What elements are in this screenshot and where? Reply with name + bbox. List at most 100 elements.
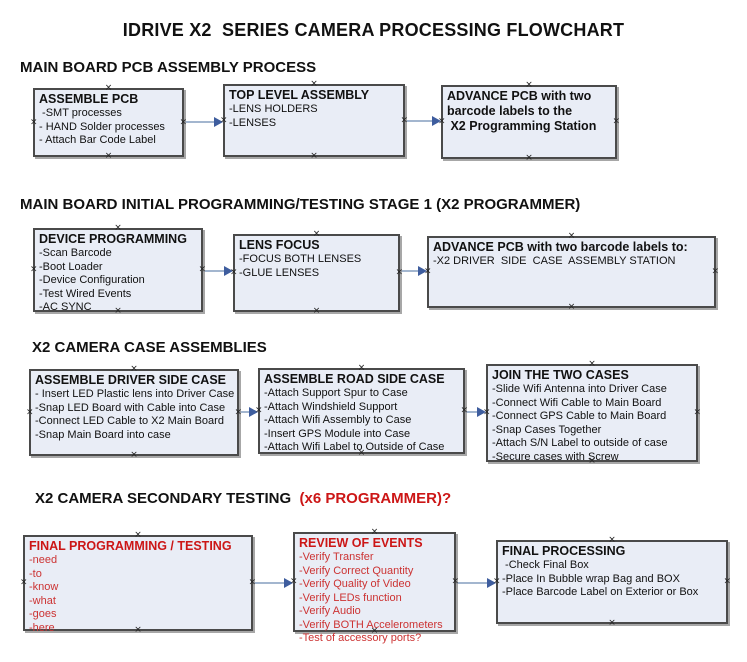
box-line: -Boot Loader (39, 260, 103, 273)
box-line: -Place In Bubble wrap Bag and BOX (502, 572, 680, 585)
box-line: -Attach Support Spur to Case (264, 387, 408, 399)
box-title: ASSEMBLE PCB (39, 92, 139, 106)
flowchart-title: IDRIVE X2 SERIES CAMERA PROCESSING FLOWC… (122, 20, 625, 40)
box-assemble-pcb: ASSEMBLE PCB -SMT processes- HAND Solder… (30, 84, 187, 161)
box-title: ASSEMBLE DRIVER SIDE CASE (35, 373, 227, 387)
anchor-x-icon: × (693, 407, 701, 418)
section-1-header: MAIN BOARD PCB ASSEMBLY PROCESS (20, 59, 317, 76)
box-lines: -FOCUS BOTH LENSES-GLUE LENSES (239, 253, 395, 280)
box-line: -Test Wired Events (39, 287, 132, 300)
box-line: -Test of accessory ports? (299, 632, 422, 644)
box-line: -need (29, 554, 58, 566)
box-line: -Verify Audio (299, 605, 361, 617)
box-title: DEVICE PROGRAMMING (39, 232, 187, 246)
anchor-x-icon: × (130, 450, 138, 460)
box-advance-pcb-driver-side-station: ADVANCE PCB with two barcode labels to: … (424, 232, 719, 312)
box-line: -LENS HOLDERS (229, 103, 318, 115)
box-line: -Snap Main Board into case (35, 428, 171, 441)
flow-arrow (239, 407, 258, 417)
box-line: -Scan Barcode (39, 247, 112, 259)
box-line: -Verify Transfer (299, 551, 374, 563)
box-line: -what (29, 594, 56, 607)
box-lines: - Insert LED Plastic lens into Driver Ca… (35, 388, 234, 442)
box-lens-focus: LENS FOCUS -FOCUS BOTH LENSES-GLUE LENSE… (230, 230, 403, 316)
box-line: -Snap Cases Together (492, 423, 602, 436)
box-line: - Insert LED Plastic lens into Driver Ca… (35, 388, 235, 400)
box-line: -LENSES (229, 116, 277, 129)
section-3-header: X2 CAMERA CASE ASSEMBLIES (32, 339, 267, 356)
box-top-level-assembly: TOP LEVEL ASSEMBLY -LENS HOLDERS-LENSES … (220, 80, 408, 161)
box-lines: -need-to-know-what-goes-here (29, 554, 248, 635)
box-line: - Attach Bar Code Label (39, 134, 156, 146)
box-lines: -Check Final Box-Place In Bubble wrap Ba… (502, 559, 723, 600)
box-line: -Device Configuration (39, 274, 145, 286)
flow-arrow (253, 578, 293, 588)
box-title: LENS FOCUS (239, 238, 320, 252)
box-line: -Verify LEDs function (299, 591, 402, 604)
anchor-x-icon: × (525, 153, 533, 163)
box-lines: -Slide Wifi Antenna into Driver Case-Con… (492, 383, 693, 464)
box-line: -Attach Wifi Assembly to Case (264, 414, 412, 426)
flow-arrow (465, 407, 486, 417)
anchor-x-icon: × (723, 576, 731, 587)
section-4-header-black: X2 CAMERA SECONDARY TESTING (35, 490, 300, 507)
box-title: FINAL PROCESSING (502, 544, 626, 558)
box-lines: -Verify Transfer-Verify Correct Quantity… (299, 551, 451, 646)
box-line: -Verify Quality of Video (299, 578, 411, 590)
box-line: -Connect LED Cable to X2 Main Board (35, 415, 224, 427)
box-lines: barcode labels to the X2 Programming Sta… (447, 104, 612, 134)
box-device-programming: DEVICE PROGRAMMING -Scan Barcode-Boot Lo… (30, 224, 206, 316)
box-title: TOP LEVEL ASSEMBLY (229, 88, 370, 102)
box-line: -Check Final Box (502, 559, 589, 571)
box-title: ASSEMBLE ROAD SIDE CASE (264, 372, 445, 386)
box-join-the-two-cases: JOIN THE TWO CASES -Slide Wifi Antenna i… (483, 360, 701, 466)
box-line: -FOCUS BOTH LENSES (239, 253, 362, 265)
section-4-header-red: (x6 PROGRAMMER)? (299, 490, 452, 507)
anchor-x-icon: × (20, 577, 28, 588)
box-lines: -Scan Barcode-Boot Loader-Device Configu… (39, 247, 198, 315)
box-line: -Connect GPS Cable to Main Board (492, 410, 667, 422)
box-line: -SMT processes (39, 107, 122, 119)
box-line: -AC SYNC (39, 301, 92, 313)
section-4-header: X2 CAMERA SECONDARY TESTING (x6 PROGRAMM… (35, 490, 451, 507)
box-line: -Attach Windshield Support (264, 400, 398, 413)
box-review-of-events: REVIEW OF EVENTS -Verify Transfer-Verify… (290, 528, 459, 645)
box-title: JOIN THE TWO CASES (492, 368, 629, 382)
box-advance-pcb-programming-station: ADVANCE PCB with two barcode labels to t… (438, 81, 620, 163)
anchor-x-icon: × (567, 302, 576, 312)
box-line: -Place Barcode Label on Exterior or Box (502, 586, 699, 598)
box-line: -Slide Wifi Antenna into Driver Case (492, 383, 667, 395)
flow-arrow (405, 116, 441, 126)
box-lines: -X2 DRIVER SIDE CASE ASSEMBLY STATION (433, 255, 711, 269)
anchor-x-icon: × (30, 264, 38, 275)
flow-arrow (203, 266, 233, 276)
box-title: ADVANCE PCB with two (447, 89, 592, 103)
flow-arrow (400, 266, 427, 276)
box-line: -Insert GPS Module into Case (264, 427, 411, 440)
box-assemble-driver-side-case: ASSEMBLE DRIVER SIDE CASE - Insert LED P… (26, 365, 242, 460)
box-line: -Secure cases with Screw (492, 450, 619, 463)
anchor-x-icon: × (612, 116, 620, 127)
box-line: -X2 DRIVER SIDE CASE ASSEMBLY STATION (433, 255, 676, 267)
box-line: -Verify BOTH Accelerometers (299, 618, 443, 631)
box-line: -goes (29, 608, 57, 620)
anchor-x-icon: × (104, 151, 113, 161)
box-lines: -Attach Support Spur to Case-Attach Wind… (264, 387, 460, 455)
flow-arrow (456, 578, 496, 588)
box-lines: -LENS HOLDERS-LENSES (229, 103, 400, 130)
box-line: barcode labels to the (447, 104, 573, 118)
box-line: -Connect Wifi Cable to Main Board (492, 396, 662, 409)
box-line: -Verify Correct Quantity (299, 564, 414, 577)
anchor-x-icon: × (26, 407, 34, 417)
box-title: REVIEW OF EVENTS (299, 536, 423, 550)
box-line: -Snap LED Board with Cable into Case (35, 401, 226, 414)
box-assemble-road-side-case: ASSEMBLE ROAD SIDE CASE -Attach Support … (255, 364, 468, 458)
anchor-x-icon: × (30, 117, 38, 127)
anchor-x-icon: × (608, 618, 616, 628)
box-line: -GLUE LENSES (239, 266, 320, 279)
box-line: -here (29, 621, 55, 634)
box-line: - HAND Solder processes (39, 120, 165, 133)
box-line: -know (29, 581, 59, 593)
anchor-x-icon: × (312, 306, 321, 316)
